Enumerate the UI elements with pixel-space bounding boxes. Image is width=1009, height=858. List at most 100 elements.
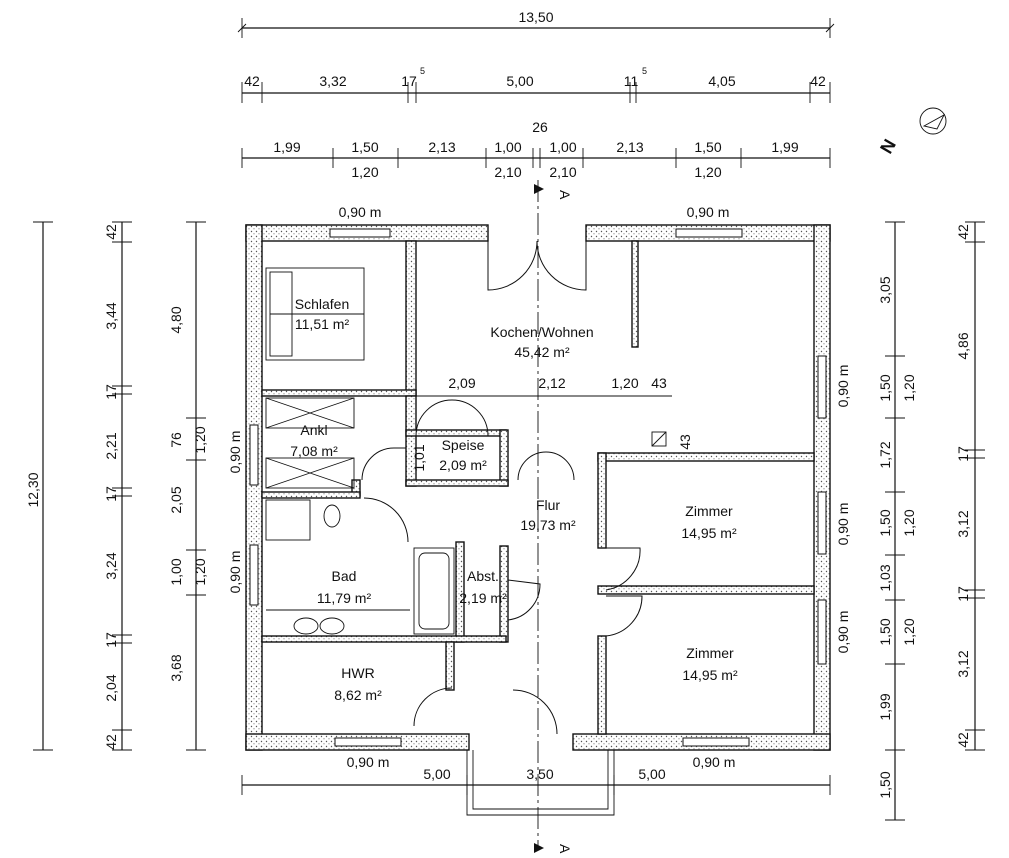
room-area-ankl: 7,08 m² (290, 443, 338, 459)
dim-speise-width: 1,01 (411, 444, 427, 471)
dim-kitchen-1: 2,09 (448, 375, 475, 391)
room-area-kochen: 45,42 m² (514, 344, 570, 360)
room-area-hwr: 8,62 m² (334, 687, 382, 703)
dim-row3-7: 1,50 (694, 139, 721, 155)
dim-kitchen-4: 43 (651, 375, 667, 391)
dim-left-c3-4: 2,05 (168, 486, 184, 513)
dim-row2-2: 3,32 (319, 73, 346, 89)
dim-row2-5-sup: 5 (642, 66, 647, 76)
room-area-speise: 2,09 m² (439, 457, 487, 473)
room-name-speise: Speise (442, 437, 485, 453)
dim-row2-5: 11 (624, 73, 639, 89)
window-label-right-middle: 0,90 m (835, 503, 851, 546)
room-name-bad: Bad (332, 568, 357, 584)
dim-right-c1-4: 1,72 (877, 441, 893, 468)
dim-row3-b2: 2,10 (494, 164, 521, 180)
room-area-zimmer-1: 14,95 m² (681, 525, 737, 541)
dim-row2-4: 5,00 (506, 73, 533, 89)
dim-row2-3-sup: 5 (420, 66, 425, 76)
window-label-left-upper: 0,90 m (227, 431, 243, 474)
dim-left-c2-8: 2,04 (103, 674, 119, 701)
dim-bottom-2: 3,50 (526, 766, 553, 782)
room-area-bad: 11,79 m² (317, 590, 372, 606)
dim-row3-8: 1,99 (771, 139, 798, 155)
window-label-bottom-right: 0,90 m (693, 754, 736, 770)
section-label-bottom: A (557, 844, 573, 854)
dim-kitchen-3: 1,20 (611, 375, 638, 391)
dim-row3-5: 1,00 (549, 139, 576, 155)
window-label-top-left: 0,90 m (339, 204, 382, 220)
window-label-top-right: 0,90 m (687, 204, 730, 220)
dim-left-c2-7: 17 (103, 632, 119, 648)
room-area-schlafen: 11,51 m² (295, 316, 350, 332)
top-dimension-chain: 13,50 42 3,32 17 5 5,00 11 5 4,05 42 26 … (238, 9, 834, 180)
dim-overall-width: 13,50 (518, 9, 553, 25)
room-name-kochen: Kochen/Wohnen (490, 324, 593, 340)
dim-right-c1-1: 3,05 (877, 276, 893, 303)
dim-left-c2-4: 2,21 (103, 432, 119, 459)
dim-right-c2-2: 4,86 (955, 332, 971, 359)
dim-row2-7: 42 (810, 73, 826, 89)
window-label-right-upper: 0,90 m (835, 365, 851, 408)
dim-left-overall: 12,30 (25, 472, 41, 507)
room-name-schlafen: Schlafen (295, 296, 349, 312)
room-area-zimmer-2: 14,95 m² (682, 667, 738, 683)
window-label-right-lower: 0,90 m (835, 611, 851, 654)
dim-row3-b4: 1,20 (694, 164, 721, 180)
dim-left-c3-5: 1,00 (168, 558, 184, 585)
dim-row2-3: 17 (401, 73, 417, 89)
room-name-flur: Flur (536, 497, 560, 513)
dim-left-c2-6: 3,24 (103, 552, 119, 579)
dim-left-c2-5: 17 (103, 486, 119, 502)
dim-right-c1-11: 1,50 (877, 771, 893, 798)
dim-right-c2-1: 42 (955, 224, 971, 240)
dim-right-c1-10: 1,99 (877, 693, 893, 720)
dim-bottom-1: 5,00 (423, 766, 450, 782)
dim-row3-b3: 2,10 (549, 164, 576, 180)
dim-chimney: 43 (677, 434, 693, 450)
dim-row3-1: 1,99 (273, 139, 300, 155)
dim-right-c1-5: 1,50 (877, 509, 893, 536)
dim-row2-6: 4,05 (708, 73, 735, 89)
dim-left-c3-1: 4,80 (168, 306, 184, 333)
dim-left-c3-6: 1,20 (192, 558, 208, 585)
dim-row3-4: 1,00 (494, 139, 521, 155)
dim-left-c3-2: 76 (168, 432, 184, 448)
dim-right-c2-3: 17 (955, 446, 971, 462)
section-label-top: A (557, 190, 573, 200)
right-dimension-chain: 3,05 1,50 1,20 1,72 1,50 1,20 1,03 1,50 … (877, 222, 985, 820)
dim-right-c1-3: 1,20 (901, 374, 917, 401)
north-label: N (876, 136, 900, 157)
room-name-hwr: HWR (341, 665, 374, 681)
dim-right-c1-7: 1,03 (877, 564, 893, 591)
room-area-flur: 19,73 m² (520, 517, 576, 533)
dim-right-c2-5: 17 (955, 586, 971, 602)
dim-left-c2-9: 42 (103, 734, 119, 750)
dim-right-c2-7: 42 (955, 732, 971, 748)
bottom-dimension-chain: 5,00 3,50 5,00 (242, 750, 830, 815)
dim-left-c2-1: 42 (103, 224, 119, 240)
dim-left-c2-3: 17 (103, 384, 119, 400)
window-label-left-lower: 0,90 m (227, 551, 243, 594)
window-label-bottom-left: 0,90 m (347, 754, 390, 770)
north-arrow: N (876, 108, 946, 157)
left-dimension-chain: 12,30 42 3,44 17 2,21 17 3,24 17 2,04 42… (25, 222, 208, 750)
dim-row2-1: 42 (244, 73, 260, 89)
dim-right-c1-8: 1,50 (877, 618, 893, 645)
dim-right-c2-6: 3,12 (955, 650, 971, 677)
dim-right-c1-9: 1,20 (901, 618, 917, 645)
dim-row3-2: 1,50 (351, 139, 378, 155)
room-name-ankl: Ankl (300, 422, 327, 438)
room-area-abst: 2,19 m² (459, 590, 507, 606)
dim-row3-3: 2,13 (428, 139, 455, 155)
dim-right-c1-6: 1,20 (901, 509, 917, 536)
dim-bottom-3: 5,00 (638, 766, 665, 782)
dim-row3-b1: 1,20 (351, 164, 378, 180)
dim-right-c1-2: 1,50 (877, 374, 893, 401)
room-name-abst: Abst. (467, 568, 499, 584)
dim-left-c3-7: 3,68 (168, 654, 184, 681)
dim-right-c2-4: 3,12 (955, 510, 971, 537)
dim-row3-6: 2,13 (616, 139, 643, 155)
dim-center: 26 (532, 119, 548, 135)
